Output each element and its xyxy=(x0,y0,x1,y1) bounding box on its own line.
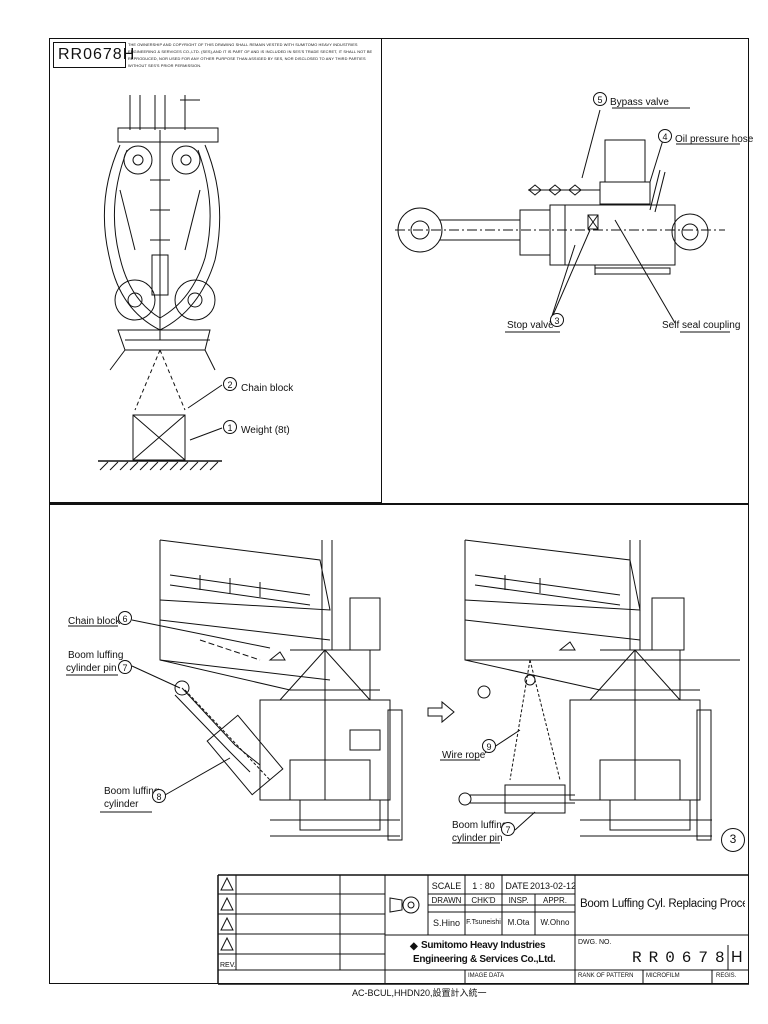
callout-6-number: 6 xyxy=(118,611,132,625)
scale-label: SCALE xyxy=(431,881,462,891)
rev-label: REV. xyxy=(220,962,236,969)
panel-divider-horizontal xyxy=(49,503,749,505)
callout-4-number: 4 xyxy=(658,129,672,143)
dwg-no-label: DWG. NO. xyxy=(578,939,612,946)
footer-microfilm: MICROFILM xyxy=(646,973,680,979)
dwg-rev-value: H xyxy=(731,949,743,966)
callout-8-label-line1: Boom luffing xyxy=(104,786,160,797)
insp-name: M.Ota xyxy=(507,918,530,927)
chkd-label: CHK'D xyxy=(471,896,496,905)
callout-7a-label-line1: Boom luffing xyxy=(68,650,124,661)
insp-label: INSP. xyxy=(508,896,529,905)
company-name-line2: Engineering & Services Co.,Ltd. xyxy=(413,954,556,965)
drawing-title: Boom Luffing Cyl. Replacing Procedures xyxy=(580,898,745,910)
callout-3-label: Stop valve xyxy=(507,320,554,331)
callout-9-label: Wire rope xyxy=(442,750,486,761)
bucket-wheel-drawing xyxy=(98,95,223,471)
footer-image-data: IMAGE DATA xyxy=(468,973,505,979)
drawn-label: DRAWN xyxy=(431,896,462,905)
company-name-line1: Sumitomo Heavy Industries xyxy=(421,940,546,951)
callout-1-label: Weight (8t) xyxy=(241,425,290,436)
ownership-notice: THE OWNERSHIP AND COPYRIGHT OF THIS DRAW… xyxy=(128,42,373,68)
hydraulic-cylinder-drawing xyxy=(395,107,740,333)
title-block-lines xyxy=(217,874,749,985)
callout-2-number: 2 xyxy=(223,377,237,391)
chkd-name: F.Tsuneishi xyxy=(466,919,501,926)
company-logo-icon: ◆ xyxy=(410,941,418,952)
top-left-panel xyxy=(49,38,382,503)
callout-2-label: Chain block xyxy=(241,383,294,394)
callout-7b-label-line1: Boom luffing xyxy=(452,820,508,831)
footer-rank: RANK OF PATTERN xyxy=(578,973,634,979)
callout-8-label-line2: cylinder xyxy=(104,799,139,810)
callout-4-label: Oil pressure hose xyxy=(675,134,754,145)
callout-8-number: 8 xyxy=(152,789,166,803)
sheet-number: 3 xyxy=(721,828,745,852)
scale-value: 1 : 80 xyxy=(472,881,495,891)
callout-7a-label-line2: cylinder pin xyxy=(66,663,117,674)
self-seal-coupling-label: Self seal coupling xyxy=(662,320,741,331)
callout-9-number: 9 xyxy=(482,739,496,753)
callout-5-number: 5 xyxy=(593,92,607,106)
sheet-number-text: 3 xyxy=(729,832,737,846)
callout-7b-label-line2: cylinder pin xyxy=(452,833,503,844)
reclaimer-left-drawing xyxy=(66,539,403,841)
footer-reference: AC-BCUL,HHDN20,設置計入統一 xyxy=(352,988,487,998)
drawing-number-badge-text: RR0678H xyxy=(58,46,136,63)
reclaimer-right-drawing xyxy=(440,539,740,844)
appr-name: W.Ohno xyxy=(540,918,570,927)
footer-regis: REGIS. xyxy=(716,973,737,979)
callout-7a-number: 7 xyxy=(118,660,132,674)
drawn-name: S.Hino xyxy=(432,918,460,928)
drawing-number-badge: RR0678H xyxy=(53,42,134,68)
dwg-no-value: RR0678 xyxy=(632,949,732,967)
date-label: DATE xyxy=(505,881,529,891)
callout-1-number: 1 xyxy=(223,420,237,434)
callout-7b-number: 7 xyxy=(501,822,515,836)
callout-5-label: Bypass valve xyxy=(610,97,669,108)
date-value: 2013-02-12 xyxy=(530,881,577,891)
appr-label: APPR. xyxy=(542,896,567,905)
callout-3-number: 3 xyxy=(550,313,564,327)
callout-6-label: Chain block xyxy=(68,616,121,627)
arrow-shape xyxy=(427,700,455,724)
